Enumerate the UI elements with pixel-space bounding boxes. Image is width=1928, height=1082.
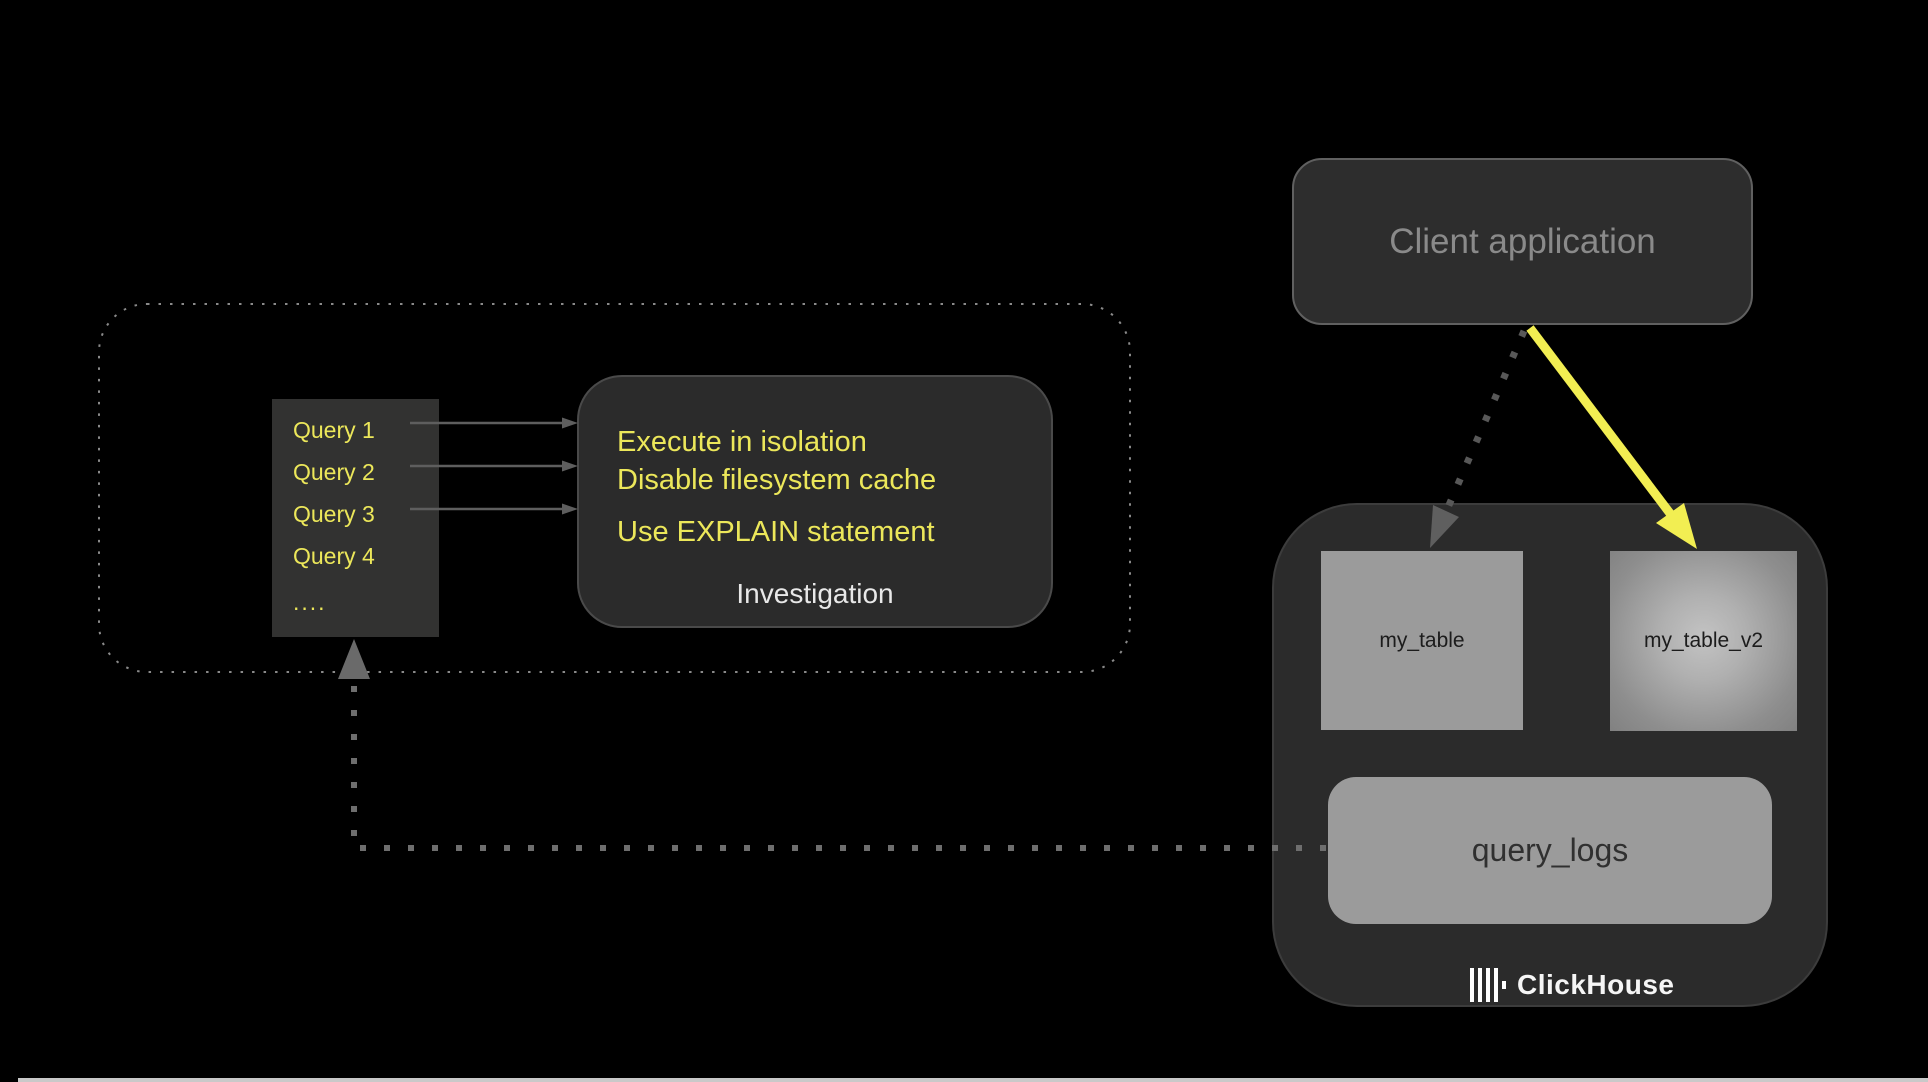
investigation-tip: Disable filesystem cache: [617, 464, 937, 496]
investigation-tip: Use EXPLAIN statement: [617, 516, 935, 548]
investigation-tip: Execute in isolation: [617, 426, 867, 458]
query-item: Query 4: [293, 543, 375, 569]
client-application-box: Client application: [1292, 158, 1753, 325]
query-item: Query 3: [293, 501, 375, 527]
my-table-label: my_table: [1379, 628, 1465, 652]
my-table-v2-box: my_table_v2: [1610, 551, 1797, 731]
query-logs-label: query_logs: [1471, 832, 1629, 868]
query-logs-feedback-dotted-path: [338, 639, 1326, 851]
client-application-label: Client application: [1389, 221, 1656, 261]
investigation-title: Investigation: [736, 578, 894, 609]
investigation-box: Execute in isolation Disable filesystem …: [577, 375, 1053, 628]
clickhouse-logo: ClickHouse: [1470, 968, 1675, 1002]
query-logs-box: query_logs: [1328, 777, 1772, 924]
query-item: Query 1: [293, 417, 375, 443]
investigation-tips: Execute in isolation Disable filesystem …: [617, 423, 936, 551]
query-item-ellipsis: ....: [293, 589, 327, 615]
bottom-edge-strip: [18, 1078, 1928, 1082]
clickhouse-bars-icon: [1470, 968, 1506, 1002]
clickhouse-container: my_table my_table_v2 query_logs ClickHou…: [1272, 503, 1828, 1007]
my-table-v2-label: my_table_v2: [1643, 629, 1764, 652]
clickhouse-brand-label: ClickHouse: [1517, 969, 1675, 1000]
query-list-box: Query 1 Query 2 Query 3 Query 4 ....: [272, 399, 439, 637]
my-table-box: my_table: [1321, 551, 1523, 730]
query-item: Query 2: [293, 459, 375, 485]
feedback-arrowhead: [338, 639, 370, 679]
